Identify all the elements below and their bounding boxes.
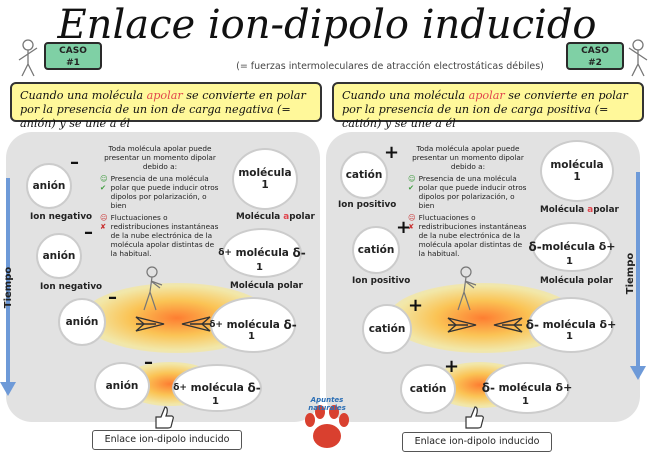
molecule-number: 1 (566, 256, 573, 267)
molecule-polar-3-right: δ- molécula δ+ (526, 297, 616, 353)
explanation-note-left: Toda molécula apolar puede presentar un … (100, 144, 219, 258)
charge-sign: – (108, 287, 117, 308)
figure-sketch-left (18, 39, 38, 77)
subtitle: (= fuerzas intermoleculares de atracción… (236, 61, 544, 72)
check-icon: ☺✔ (408, 174, 416, 192)
attraction-arrows-left (135, 316, 211, 332)
case-badge-1: CASO#1 (44, 42, 102, 70)
molecule-polar-4-left: δ+ molécula δ- (172, 364, 262, 412)
banner-right: Cuando una molécula apolar se convierte … (332, 82, 644, 130)
cross-icon: ☹✘ (100, 213, 108, 231)
anion-circle-1: anión (26, 163, 72, 209)
molecule-number: 1 (522, 396, 529, 407)
thumbs-up-icon (465, 406, 484, 429)
caption-molecule-apolar: Molécula apolar (540, 205, 619, 215)
logo-text: Apuntes naturales (308, 396, 346, 412)
time-label-left: Tiempo (3, 266, 15, 309)
molecule-polar-3-left: δ+ molécula δ- (209, 297, 297, 353)
time-arrow-right (636, 172, 640, 368)
molecule-polar-left: δ+ molécula δ- (218, 228, 306, 278)
caption-ion-positive: Ion positivo (338, 200, 397, 210)
charge-sign: – (84, 222, 93, 243)
molecule-number: 1 (248, 331, 255, 342)
footer-label-left: Enlace ion-dipolo inducido (92, 430, 242, 450)
caption-molecule-polar: Molécula polar (540, 276, 613, 286)
explanation-note-right: Toda molécula apolar puede presentar un … (408, 144, 527, 258)
case-badge-2: CASO#2 (566, 42, 624, 70)
caption-molecule-apolar: Molécula apolar (236, 212, 315, 222)
molecule-polar-4-right: δ- molécula δ+ (482, 362, 572, 414)
caption-ion-negative: Ion negativo (40, 282, 103, 292)
anion-circle-2: anión (36, 233, 82, 279)
time-arrow-head-right (630, 366, 646, 380)
molecule-number: 1 (212, 396, 219, 407)
molecule-polar-right: δ-molécula δ+ (529, 222, 615, 272)
charge-sign: + (444, 356, 460, 377)
paw-logo (305, 405, 349, 448)
cation-circle-2: catión (352, 226, 400, 274)
anion-circle-3: anión (58, 298, 106, 346)
banner-left: Cuando una molécula apolar se convierte … (10, 82, 322, 130)
page-title: Enlace ion-dipolo inducido (57, 2, 597, 48)
thumbs-up-icon (155, 406, 174, 429)
caption-molecule-polar: Molécula polar (230, 281, 303, 291)
charge-sign: + (384, 142, 400, 163)
pushing-figure-left (143, 266, 163, 311)
cation-circle-4: catión (400, 364, 456, 414)
time-label-right: Tiempo (625, 252, 637, 295)
charge-sign: + (408, 295, 424, 316)
molecule-number: 1 (566, 331, 573, 342)
figure-sketch-right (628, 39, 648, 77)
anion-circle-4: anión (94, 362, 150, 410)
charge-sign: + (396, 217, 412, 238)
caption-ion-positive: Ion positivo (352, 276, 411, 286)
charge-sign: – (144, 352, 153, 373)
cation-circle-1: catión (340, 151, 388, 199)
footer-label-right: Enlace ion-dipolo inducido (402, 432, 552, 452)
pushing-figure-right (457, 266, 477, 311)
time-arrow-left (6, 178, 10, 384)
cross-icon: ☹✘ (408, 213, 416, 231)
caption-ion-negative: Ion negativo (30, 212, 93, 222)
cation-circle-3: catión (362, 304, 412, 354)
time-arrow-head-left (0, 382, 16, 396)
check-icon: ☺✔ (100, 174, 108, 192)
molecule-number: 1 (256, 262, 263, 273)
charge-sign: – (70, 152, 79, 173)
attraction-arrows-right (447, 317, 523, 333)
